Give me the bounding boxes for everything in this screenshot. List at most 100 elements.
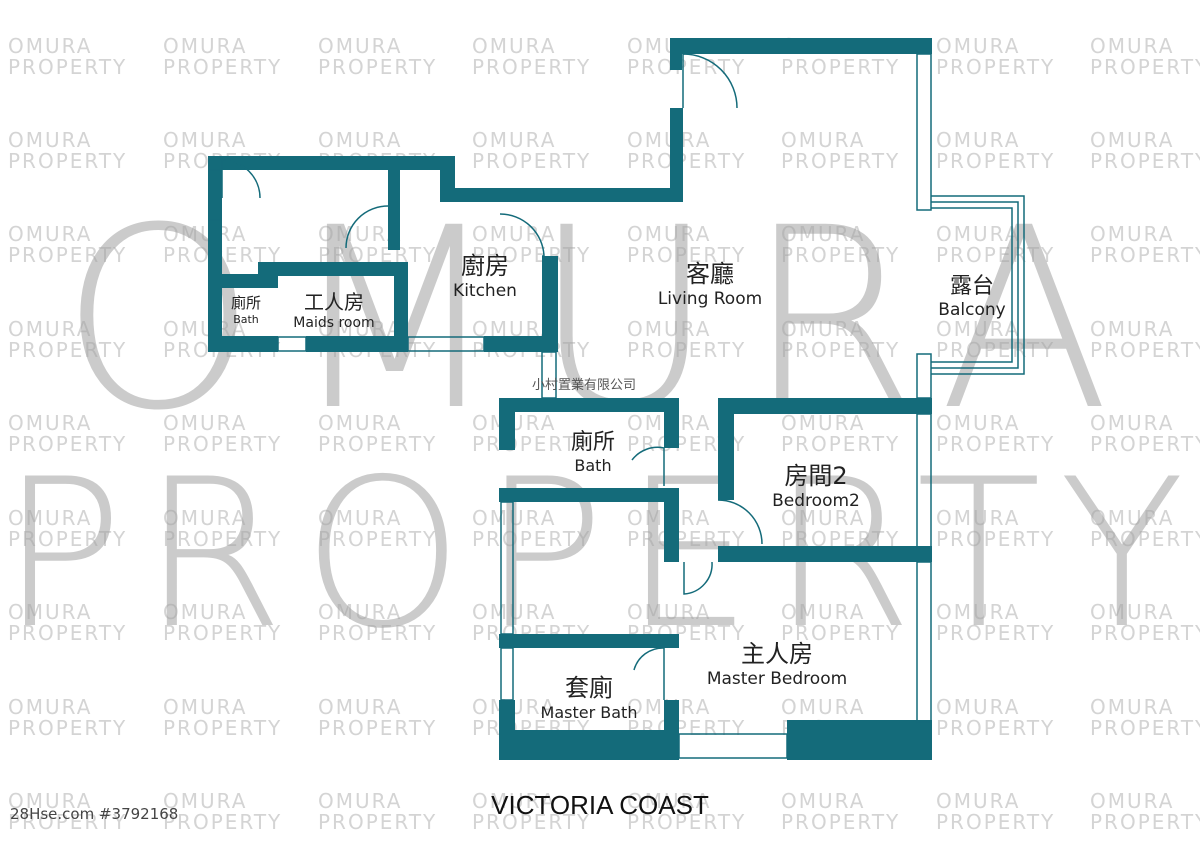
watermark-tile-line1: OMURA — [781, 222, 866, 246]
watermark-tile-line1: OMURA — [318, 34, 403, 58]
watermark-tile-line1: OMURA — [781, 600, 866, 624]
window-living — [916, 53, 932, 211]
wall-maids-room-right — [394, 262, 408, 352]
walls — [208, 38, 932, 760]
watermark-tile-line2: PROPERTY — [781, 55, 901, 79]
watermark-tile-line1: OMURA — [8, 411, 93, 435]
door-maids — [345, 205, 389, 249]
wall-master-bottom — [787, 720, 932, 760]
watermark-tile-line2: PROPERTY — [936, 716, 1056, 740]
watermark-tile-line1: OMURA — [1090, 128, 1175, 152]
watermark-tile-line2: PROPERTY — [318, 527, 438, 551]
room-master-bath-en: Master Bath — [540, 703, 638, 722]
watermark-tile-line2: PROPERTY — [318, 432, 438, 456]
wall-bath-right-top — [664, 398, 679, 448]
watermark-tile-line2: PROPERTY — [781, 338, 901, 362]
room-balcony: 露台 Balcony — [930, 268, 1014, 320]
watermark-large-property: PROPERTY — [0, 436, 1200, 674]
watermark-tile-line2: PROPERTY — [472, 243, 592, 267]
window-kitchen — [407, 336, 485, 352]
watermark-tile-line1: OMURA — [8, 600, 93, 624]
watermark-tile-line2: PROPERTY — [163, 810, 283, 834]
wall-mbath-right — [664, 700, 679, 760]
watermark-tile-line2: PROPERTY — [8, 527, 128, 551]
watermark-tile-line2: PROPERTY — [936, 149, 1056, 173]
watermark-tile-line1: OMURA — [8, 695, 93, 719]
door-master — [683, 561, 713, 595]
watermark-tile-line2: PROPERTY — [1090, 55, 1200, 79]
watermark-tile-line1: OMURA — [1090, 317, 1175, 341]
watermark-tile-line1: OMURA — [163, 506, 248, 530]
watermark-tile-line1: OMURA — [318, 789, 403, 813]
wall-living-left — [670, 108, 683, 202]
watermark-tile-line2: PROPERTY — [627, 55, 747, 79]
wall-bottom-left — [208, 336, 278, 352]
watermark-tile-line2: PROPERTY — [8, 432, 128, 456]
watermark-tile-line2: PROPERTY — [1090, 338, 1200, 362]
window-master — [916, 561, 932, 723]
watermark-tile-line1: OMURA — [936, 317, 1021, 341]
watermark-tile-line1: OMURA — [936, 128, 1021, 152]
room-living-en: Living Room — [657, 289, 763, 309]
watermark-tile-line2: PROPERTY — [781, 527, 901, 551]
watermark-tile-line1: OMURA — [8, 222, 93, 246]
wall-bed2-bottom — [718, 546, 932, 562]
window-bath — [500, 501, 514, 635]
wall-living-top — [670, 38, 932, 54]
watermark-tile-line2: PROPERTY — [472, 149, 592, 173]
window-bed2 — [916, 413, 932, 549]
watermark-tile-line2: PROPERTY — [318, 55, 438, 79]
watermark-tile-line2: PROPERTY — [936, 810, 1056, 834]
watermark-tile-line2: PROPERTY — [1090, 527, 1200, 551]
watermark-tile-line2: PROPERTY — [781, 243, 901, 267]
watermark-tile-line2: PROPERTY — [8, 716, 128, 740]
watermark-tile-line1: OMURA — [781, 695, 866, 719]
watermark-tile-line2: PROPERTY — [781, 621, 901, 645]
watermark-tile-line2: PROPERTY — [8, 810, 128, 834]
room-kitchen-en: Kitchen — [453, 281, 517, 301]
watermark-tile-line1: OMURA — [472, 128, 557, 152]
door-corridor — [221, 159, 261, 199]
watermark-tile-line2: PROPERTY — [1090, 432, 1200, 456]
company-name: 小村置業有限公司 — [532, 378, 637, 393]
door-kitchen — [499, 213, 545, 257]
room-bedroom2-zh: 房間2 — [784, 462, 848, 490]
wall-bottom-mid — [306, 336, 408, 352]
watermark-tile-line2: PROPERTY — [163, 716, 283, 740]
watermark-tile-line1: OMURA — [8, 506, 93, 530]
wall-bed2-left — [718, 398, 734, 500]
watermark-tile-line2: PROPERTY — [318, 621, 438, 645]
watermark-tile-line2: PROPERTY — [8, 149, 128, 173]
wall-maids-right-upper — [388, 170, 400, 250]
room-living: 客廳 Living Room — [640, 254, 780, 309]
watermark-tile-line1: OMURA — [781, 128, 866, 152]
watermark-tile-line2: PROPERTY — [1090, 243, 1200, 267]
watermark-tile-line1: OMURA — [472, 34, 557, 58]
room-maids-bath-zh: 廁所 — [230, 294, 261, 312]
watermark-tile-line1: OMURA — [8, 34, 93, 58]
wall-maids-top — [208, 156, 455, 170]
watermark-tile-line1: OMURA — [163, 411, 248, 435]
room-balcony-zh: 露台 — [949, 274, 994, 299]
watermark-tile-line1: OMURA — [318, 506, 403, 530]
watermark-tile-line1: OMURA — [1090, 695, 1175, 719]
